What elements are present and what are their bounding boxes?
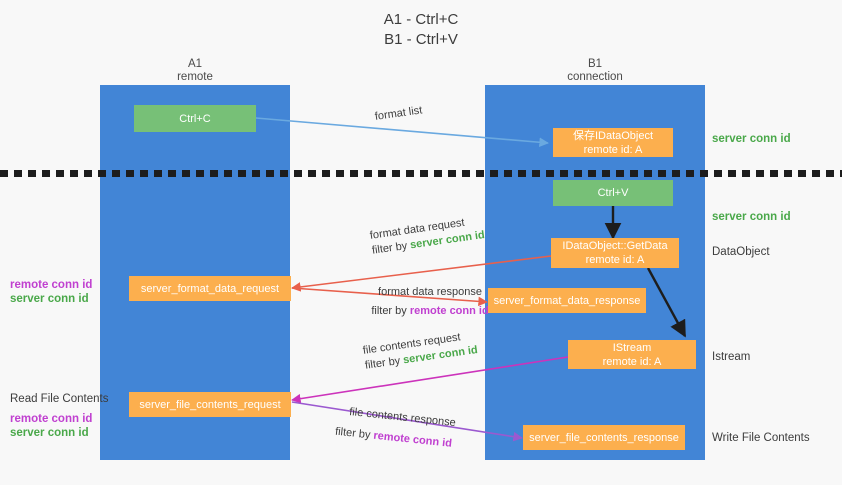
- edge-label-format-data-response-filter-prefix: filter by: [371, 305, 410, 317]
- edge-label-format-data-request-filter-prefix: filter by: [371, 239, 412, 257]
- node-file-contents-response-label: server_file_contents_response: [529, 431, 679, 444]
- node-istream[interactable]: IStream remote id: A: [568, 340, 696, 369]
- annotation-read-file-contents-text: Read File Contents: [10, 393, 109, 405]
- edge-label-file-contents-request-filter-prefix: filter by: [364, 354, 405, 372]
- column-header-b1-name: B1: [587, 58, 603, 70]
- edge-label-format-data-response: format data response filter by remote co…: [335, 285, 525, 319]
- node-format-data-response-label: server_format_data_response: [493, 294, 641, 307]
- annotation-read-file-contents: Read File Contents: [10, 392, 108, 406]
- node-format-data-request-label: server_format_data_request: [140, 282, 280, 295]
- node-istream-line1: IStream: [612, 341, 652, 354]
- annotation-format-conn-ids: remote conn id server conn id: [10, 278, 92, 306]
- node-istream-line2: remote id: A: [602, 355, 662, 368]
- column-header-a1: A1 remote: [100, 58, 290, 84]
- node-format-data-response[interactable]: server_format_data_response: [488, 288, 646, 313]
- annotation-dataobject: DataObject: [712, 245, 770, 259]
- annotation-server-conn-id-mid-text: server conn id: [712, 211, 791, 223]
- annotation-istream: Istream: [712, 350, 750, 364]
- column-header-a1-role: remote: [177, 71, 213, 83]
- annotation-dataobject-text: DataObject: [712, 246, 770, 258]
- annotation-server-conn-id-top: server conn id: [712, 132, 791, 146]
- annotation-format-remote-conn-id: remote conn id: [10, 279, 93, 291]
- node-ctrl-v[interactable]: Ctrl+V: [553, 180, 673, 206]
- annotation-file-remote-conn-id: remote conn id: [10, 413, 93, 425]
- column-header-b1: B1 connection: [485, 58, 705, 84]
- annotation-server-conn-id-mid: server conn id: [712, 210, 791, 224]
- annotation-format-server-conn-id: server conn id: [10, 293, 89, 305]
- annotation-file-conn-ids: remote conn id server conn id: [10, 412, 92, 440]
- node-ctrl-c[interactable]: Ctrl+C: [134, 105, 256, 132]
- node-format-data-request[interactable]: server_format_data_request: [129, 276, 291, 301]
- page-title: A1 - Ctrl+C B1 - Ctrl+V: [0, 10, 842, 50]
- edge-label-format-data-response-title: format data response: [378, 286, 482, 298]
- edge-label-format-list: format list: [374, 103, 423, 124]
- edge-label-format-data-response-filter-value: remote conn id: [409, 305, 489, 317]
- edge-label-file-contents-request: file contents request filter by server c…: [362, 328, 479, 374]
- node-save-dataobject-line1: 保存IDataObject: [572, 129, 654, 142]
- edge-label-format-data-request: format data request filter by server con…: [369, 213, 486, 259]
- node-file-contents-response[interactable]: server_file_contents_response: [523, 425, 685, 450]
- node-file-contents-request-label: server_file_contents_request: [139, 398, 281, 411]
- node-ctrl-c-label: Ctrl+C: [179, 112, 211, 125]
- node-getdata-line2: remote id: A: [585, 254, 645, 266]
- phase-divider: [0, 170, 842, 177]
- node-file-contents-request[interactable]: server_file_contents_request: [129, 392, 291, 417]
- edge-label-file-contents-response-filter-prefix: filter by: [334, 425, 375, 442]
- annotation-write-file-contents: Write File Contents: [712, 431, 810, 445]
- annotation-server-conn-id-top-text: server conn id: [712, 133, 791, 145]
- annotation-write-file-contents-text: Write File Contents: [712, 432, 810, 444]
- edge-label-format-data-response-filter: filter by remote conn id: [335, 304, 525, 319]
- column-header-a1-name: A1: [187, 58, 203, 70]
- node-save-dataobject[interactable]: 保存IDataObject remote id: A: [553, 128, 673, 157]
- node-getdata[interactable]: IDataObject::GetData remote id: A: [551, 238, 679, 268]
- title-line-2: B1 - Ctrl+V: [384, 31, 458, 48]
- edge-label-format-list-text: format list: [374, 104, 424, 123]
- annotation-istream-text: Istream: [712, 351, 751, 363]
- title-line-1: A1 - Ctrl+C: [383, 11, 459, 28]
- node-getdata-line1: IDataObject::GetData: [562, 240, 668, 252]
- column-header-b1-role: connection: [567, 71, 623, 83]
- annotation-file-server-conn-id: server conn id: [10, 427, 89, 439]
- edge-label-file-contents-response: file contents response filter by remote …: [335, 405, 457, 452]
- edge-label-file-contents-response-filter-value: remote conn id: [372, 429, 453, 450]
- node-save-dataobject-line2: remote id: A: [583, 143, 643, 156]
- node-ctrl-v-label: Ctrl+V: [597, 187, 629, 199]
